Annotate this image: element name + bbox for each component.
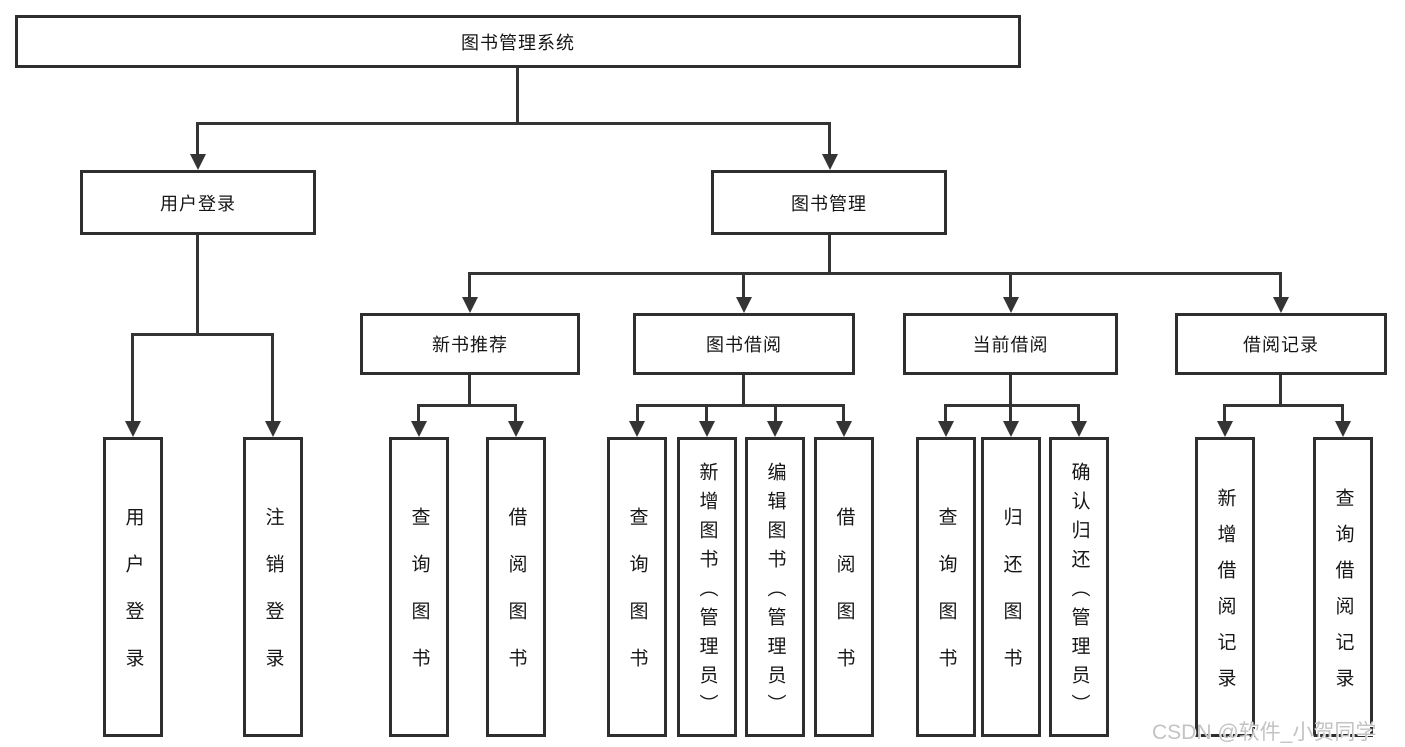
node-label: 新书推荐 xyxy=(432,335,508,355)
node-label: 图书管理 xyxy=(791,193,867,214)
arrow-down-icon xyxy=(462,297,478,313)
node-current-borrow: 当前借阅 xyxy=(903,313,1118,375)
arrow-down-icon xyxy=(1217,421,1233,437)
connector-line xyxy=(1279,375,1282,407)
connector-line xyxy=(196,122,831,125)
arrow-down-icon xyxy=(736,297,752,313)
arrow-down-icon xyxy=(1003,421,1019,437)
node-label: 借阅图书 xyxy=(505,507,527,695)
node-user-login: 用户登录 xyxy=(80,170,316,235)
leaf-borrow-books: 借阅图书 xyxy=(814,437,874,737)
node-borrow-records: 借阅记录 xyxy=(1175,313,1387,375)
node-label: 归还图书 xyxy=(1000,507,1022,695)
node-label: 借阅记录 xyxy=(1243,335,1319,355)
node-label: 图书管理系统 xyxy=(461,32,575,53)
connector-line xyxy=(842,404,845,423)
connector-line xyxy=(636,404,639,423)
connector-line xyxy=(131,333,134,423)
leaf-confirm-return-admin: 确认归还（管理员） xyxy=(1049,437,1109,737)
node-label: 确认归还（管理员） xyxy=(1068,461,1090,723)
arrow-down-icon xyxy=(411,421,427,437)
node-label: 用户登录 xyxy=(122,507,144,695)
leaf-query-books-borrow: 查询图书 xyxy=(607,437,667,737)
connector-line xyxy=(417,404,517,407)
node-book-management: 图书管理 xyxy=(711,170,947,235)
connector-line xyxy=(636,404,845,407)
arrow-down-icon xyxy=(1003,297,1019,313)
connector-line xyxy=(774,404,777,423)
node-root-library-system: 图书管理系统 xyxy=(15,15,1021,68)
connector-line xyxy=(271,333,274,423)
arrow-down-icon xyxy=(1071,421,1087,437)
arrow-down-icon xyxy=(1273,297,1289,313)
arrow-down-icon xyxy=(629,421,645,437)
node-label: 新增借阅记录 xyxy=(1214,487,1236,704)
arrow-down-icon xyxy=(836,421,852,437)
connector-line xyxy=(196,122,199,156)
connector-line xyxy=(516,68,519,125)
connector-line xyxy=(468,375,471,407)
arrow-down-icon xyxy=(699,421,715,437)
arrow-down-icon xyxy=(125,421,141,437)
arrow-down-icon xyxy=(508,421,524,437)
node-label: 注销登录 xyxy=(262,507,284,695)
node-label: 编辑图书（管理员） xyxy=(764,461,786,723)
node-new-book-recommend: 新书推荐 xyxy=(360,313,580,375)
connector-line xyxy=(705,404,708,423)
connector-line xyxy=(468,272,1282,275)
connector-line xyxy=(828,235,831,275)
node-book-borrow: 图书借阅 xyxy=(633,313,855,375)
connector-line xyxy=(514,404,517,423)
connector-line xyxy=(828,122,831,156)
leaf-edit-books-admin: 编辑图书（管理员） xyxy=(745,437,805,737)
csdn-watermark: CSDN @软件_小贺同学 xyxy=(1152,721,1377,744)
connector-line xyxy=(1077,404,1080,423)
connector-line xyxy=(131,333,274,336)
arrow-down-icon xyxy=(190,154,206,170)
node-label: 新增图书（管理员） xyxy=(696,461,718,723)
node-label: 用户登录 xyxy=(160,193,236,214)
arrow-down-icon xyxy=(938,421,954,437)
leaf-user-login: 用户登录 xyxy=(103,437,163,737)
leaf-add-borrow-record: 新增借阅记录 xyxy=(1195,437,1255,737)
node-label: 当前借阅 xyxy=(972,335,1049,355)
connector-line xyxy=(417,404,420,423)
leaf-query-borrow-record: 查询借阅记录 xyxy=(1313,437,1373,737)
leaf-query-books-current: 查询图书 xyxy=(916,437,976,737)
connector-line xyxy=(1009,404,1012,423)
node-label: 查询图书 xyxy=(626,507,648,695)
connector-line xyxy=(1223,404,1226,423)
leaf-borrow-books-recommend: 借阅图书 xyxy=(486,437,546,737)
connector-line xyxy=(742,375,745,407)
arrow-down-icon xyxy=(265,421,281,437)
connector-line xyxy=(1009,272,1012,299)
node-label: 查询图书 xyxy=(408,507,430,695)
connector-line xyxy=(742,272,745,299)
connector-line xyxy=(1279,272,1282,299)
connector-line xyxy=(468,272,471,299)
arrow-down-icon xyxy=(1335,421,1351,437)
leaf-return-books: 归还图书 xyxy=(981,437,1041,737)
arrow-down-icon xyxy=(822,154,838,170)
node-label: 图书借阅 xyxy=(706,335,782,355)
connector-line xyxy=(1009,375,1012,407)
node-label: 查询图书 xyxy=(935,507,957,695)
connector-line xyxy=(944,404,947,423)
connector-line xyxy=(196,235,199,335)
node-label: 查询借阅记录 xyxy=(1332,487,1354,704)
arrow-down-icon xyxy=(767,421,783,437)
connector-line xyxy=(1341,404,1344,423)
leaf-add-books-admin: 新增图书（管理员） xyxy=(677,437,737,737)
leaf-logout: 注销登录 xyxy=(243,437,303,737)
node-label: 借阅图书 xyxy=(833,507,855,695)
connector-line xyxy=(1223,404,1342,407)
leaf-query-books-recommend: 查询图书 xyxy=(389,437,449,737)
